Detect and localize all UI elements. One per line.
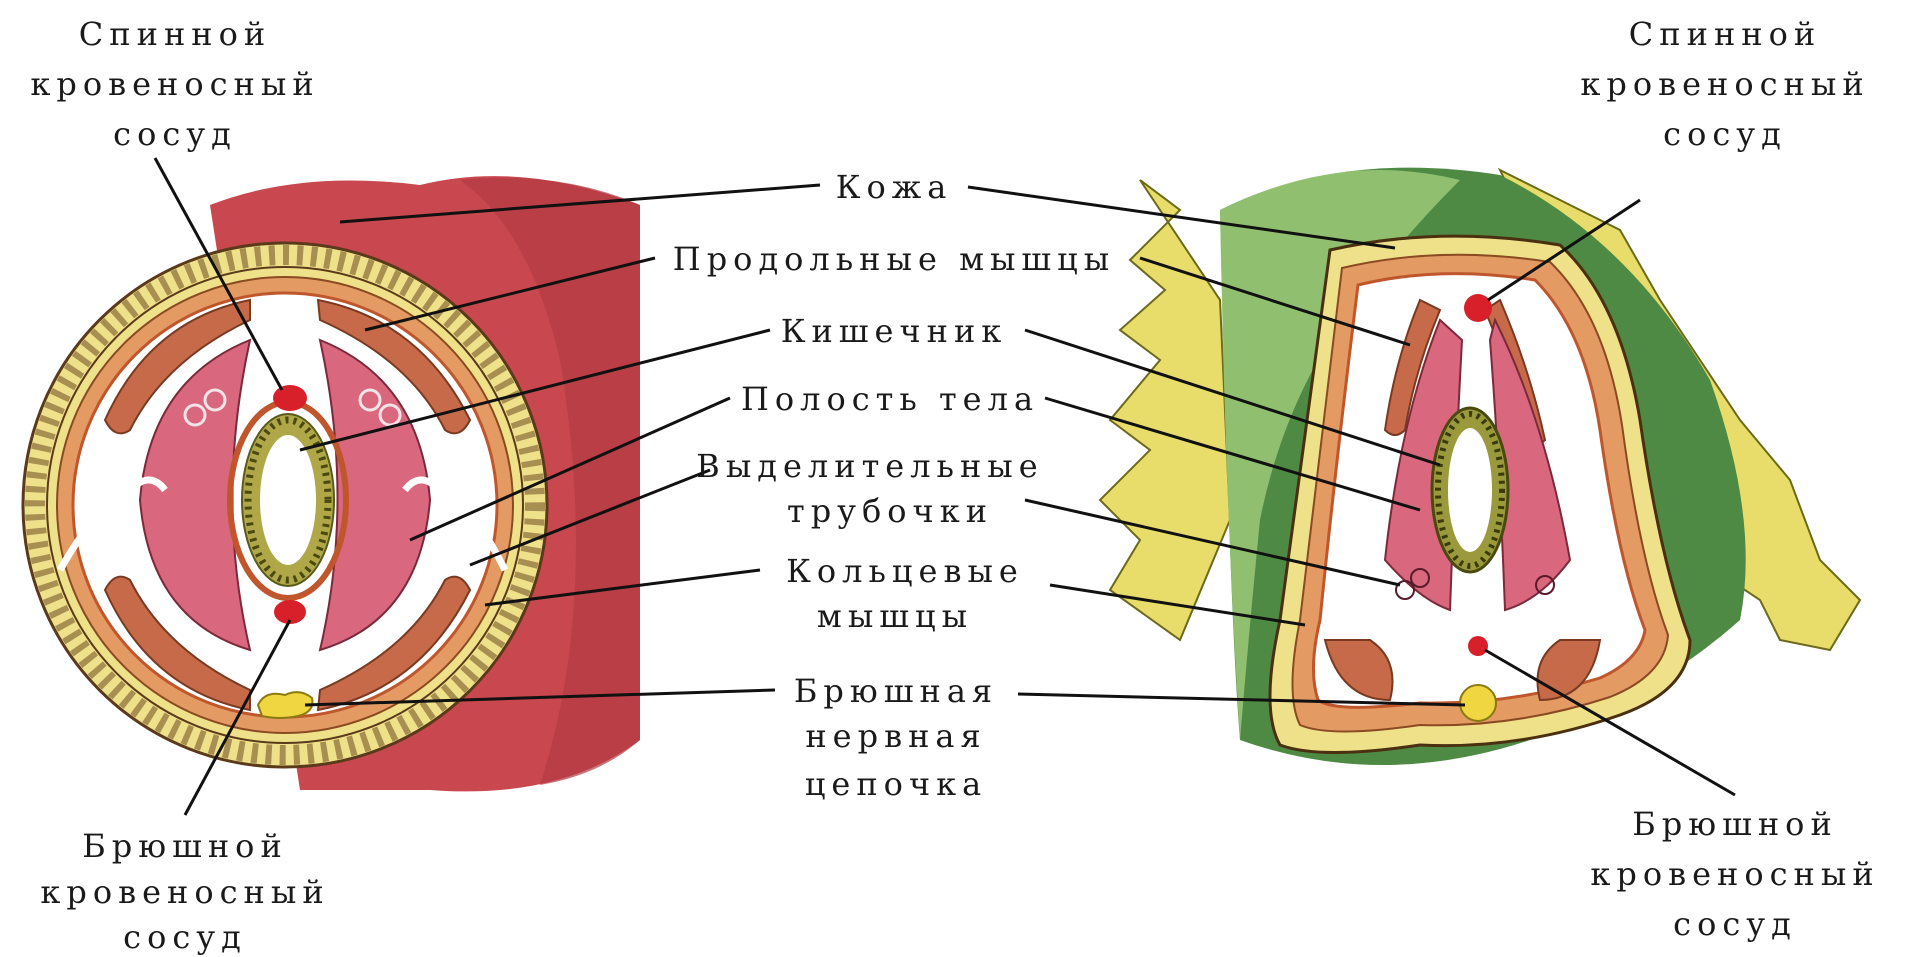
label-excretory-tubules-2: трубочки [787,492,993,530]
label-nerve-chain-1: Брюшная [794,672,998,710]
left-intestine-lumen [260,435,316,565]
label-longitudinal-muscles: Продольные мышцы [673,240,1115,278]
left-cross-section [23,176,640,791]
label-left-ventral-vessel-1: Брюшной [82,827,288,865]
label-excretory-tubules-1: Выделительные [696,447,1043,485]
label-right-ventral-vessel-1: Брюшной [1632,805,1838,843]
right-intestine-lumen [1448,428,1492,552]
right-ventral-vessel [1468,636,1488,656]
left-nerve-chain [258,692,312,718]
label-nerve-chain-3: цепочка [805,765,987,803]
label-body-cavity: Полость тела [741,380,1039,418]
right-cross-section [1100,168,1860,765]
right-dorsal-vessel [1464,294,1492,322]
label-right-dorsal-vessel-1: Спинной [1629,15,1821,53]
label-left-dorsal-vessel-1: Спинной [79,15,271,53]
label-ring-muscles-1: Кольцевые [786,552,1024,590]
label-right-dorsal-vessel-3: сосуд [1663,115,1787,153]
label-right-dorsal-vessel-2: кровеносный [1580,65,1869,103]
label-intestine: Кишечник [781,312,1008,350]
label-left-ventral-vessel-3: сосуд [123,918,247,956]
label-right-ventral-vessel-2: кровеносный [1590,855,1879,893]
label-ring-muscles-2: мышцы [817,597,973,635]
label-skin: Кожа [836,168,953,206]
label-nerve-chain-2: нервная [805,717,986,755]
label-left-ventral-vessel-2: кровеносный [40,873,329,911]
right-setae-left [1100,180,1230,640]
label-right-ventral-vessel-3: сосуд [1673,905,1797,943]
label-left-dorsal-vessel-3: сосуд [113,115,237,153]
left-dorsal-vessel [273,385,307,411]
right-nerve-chain [1460,685,1496,721]
label-left-dorsal-vessel-2: кровеносный [30,65,319,103]
